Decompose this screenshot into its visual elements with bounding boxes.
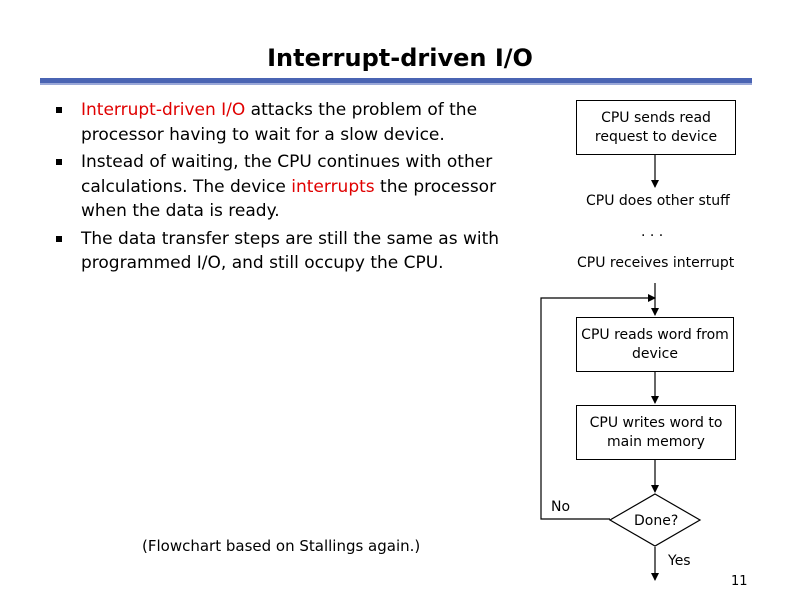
step-write-word-label: CPU writes word to main memory: [589, 414, 723, 450]
yes-label: Yes: [668, 553, 691, 569]
flowchart-caption: (Flowchart based on Stallings again.): [142, 537, 421, 555]
slide-title: Interrupt-driven I/O: [267, 44, 533, 72]
bullet-2-post: the processor when the data is ready.: [81, 176, 497, 222]
bullet-2-highlight: interrupts: [291, 176, 375, 197]
step-send-request: CPU sends read request to device: [576, 100, 736, 155]
bullet-1-text: attacks the problem of the processor hav…: [81, 100, 478, 145]
bullet-3: The data transfer steps are still the sa…: [52, 227, 532, 276]
step-read-word: CPU reads word from device: [576, 317, 734, 372]
decision-label: Done?: [634, 513, 679, 529]
bullet-list: Interrupt-driven I/O attacks the problem…: [52, 98, 532, 279]
bullet-2: Instead of waiting, the CPU continues wi…: [52, 150, 532, 224]
title-underline: [40, 78, 752, 85]
arrow-no-loop: [540, 294, 656, 520]
bullet-2-pre: Instead of waiting, the CPU continues wi…: [81, 152, 493, 197]
step-other-stuff: CPU does other stuff: [586, 193, 730, 209]
step-write-word: CPU writes word to main memory: [576, 405, 736, 460]
step-ellipsis: . . .: [641, 224, 664, 240]
no-label: No: [551, 499, 571, 515]
step-send-request-label: CPU sends read request to device: [594, 109, 718, 145]
bullet-1: Interrupt-driven I/O attacks the problem…: [52, 98, 532, 147]
step-read-word-label: CPU reads word from device: [581, 326, 729, 362]
decision-diamond: [608, 493, 702, 547]
bullet-1-highlight: Interrupt-driven I/O: [81, 100, 246, 120]
bullet-3-text: The data transfer steps are still the sa…: [81, 228, 500, 274]
page-number: 11: [731, 574, 748, 589]
step-receives-interrupt: CPU receives interrupt: [577, 255, 735, 271]
